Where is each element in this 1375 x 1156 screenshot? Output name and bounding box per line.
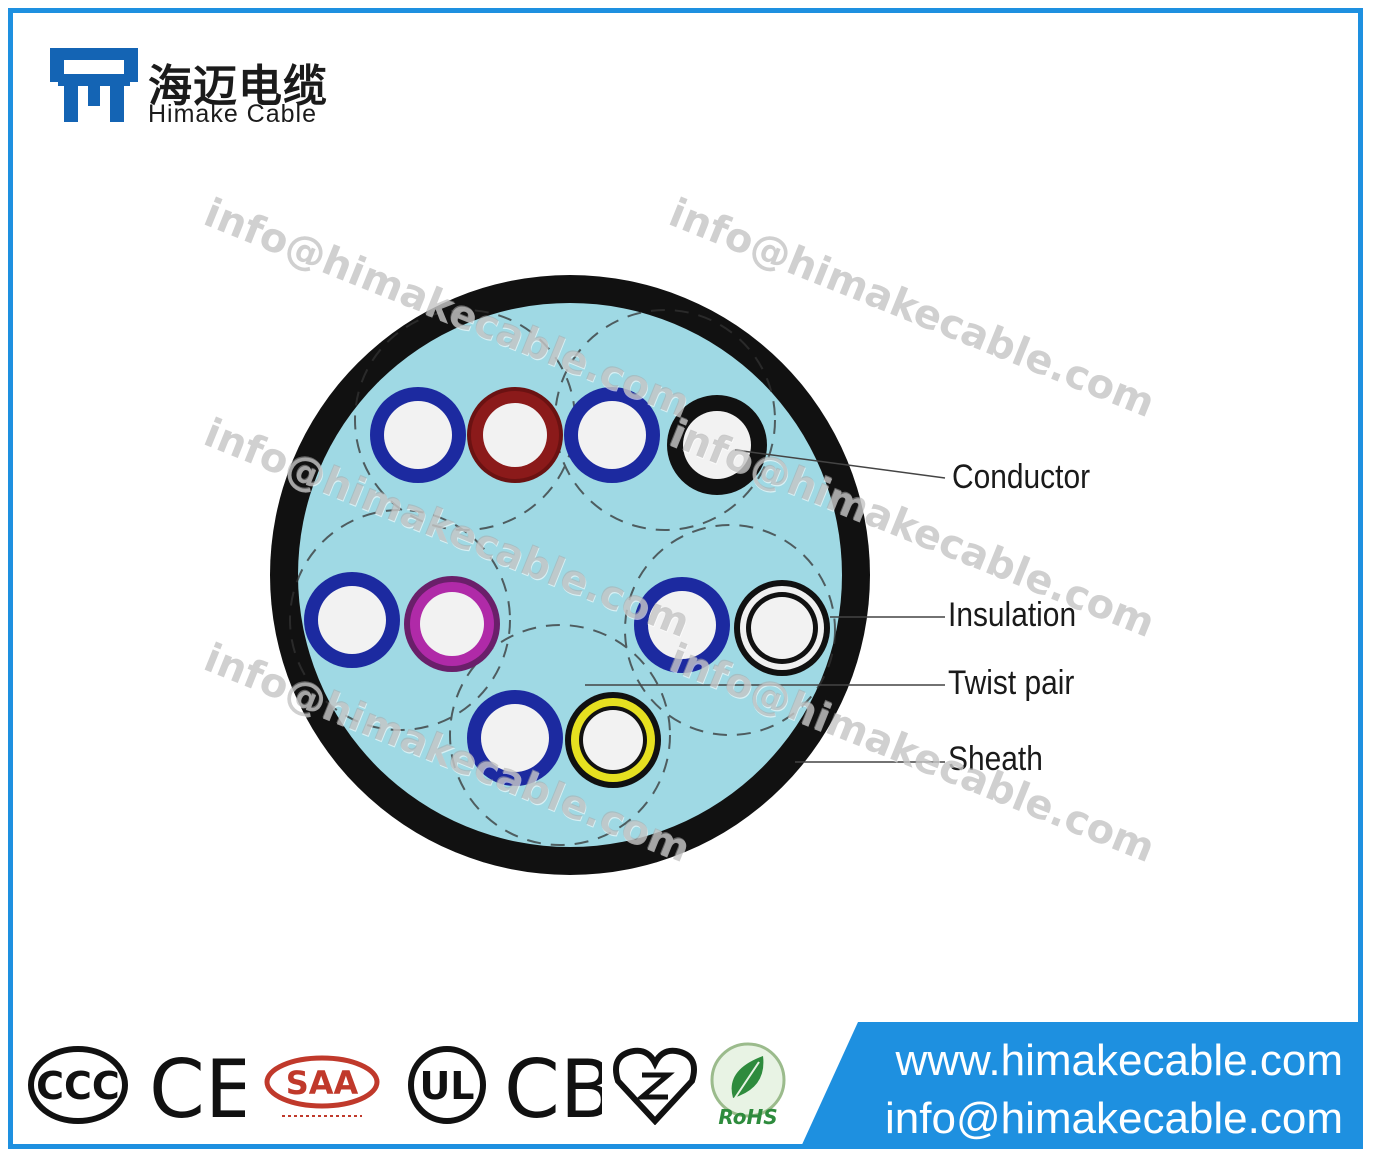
- saa-icon: SAA: [264, 1055, 380, 1117]
- conductor-white: [734, 580, 830, 676]
- conductor-yellow: [565, 692, 661, 788]
- ce-text: CE: [149, 1045, 245, 1125]
- rohs-icon: RoHS: [710, 1042, 786, 1129]
- himake-logo-icon: [50, 48, 138, 122]
- conductor-brown: [467, 387, 563, 483]
- s-mark-icon: [613, 1047, 697, 1125]
- label-sheath: Sheath: [948, 740, 1043, 778]
- conductor-violet: [404, 576, 500, 672]
- brand-name-cn: 海迈电缆: [148, 61, 328, 112]
- conductor-blue-1: [370, 387, 466, 483]
- conductor-blue-3: [304, 572, 400, 668]
- email-text: info@himakecable.com: [885, 1094, 1343, 1143]
- conductor-black: [667, 395, 767, 495]
- leader-lines: [585, 449, 946, 763]
- website-text: www.himakecable.com: [895, 1036, 1344, 1085]
- cb-text: CB: [504, 1045, 602, 1125]
- label-insulation: Insulation: [948, 596, 1077, 634]
- saa-text: SAA: [286, 1064, 359, 1102]
- label-twist-pair: Twist pair: [948, 664, 1075, 702]
- rohs-text: RoHS: [718, 1105, 777, 1129]
- conductor-blue-2: [564, 387, 660, 483]
- cb-icon: CB: [504, 1045, 602, 1125]
- brand-logo: 海迈电缆 Himake Cable: [48, 48, 358, 128]
- ul-text: UL: [419, 1064, 474, 1108]
- ccc-text: CCC: [36, 1064, 120, 1108]
- conductor-blue-4: [634, 577, 730, 673]
- ul-icon: UL: [408, 1046, 486, 1124]
- conductor-blue-5: [467, 690, 563, 786]
- label-conductor: Conductor: [952, 458, 1091, 496]
- brand-name-en: Himake Cable: [148, 100, 318, 128]
- ccc-icon: CCC: [28, 1046, 128, 1124]
- ce-icon: CE: [149, 1045, 245, 1125]
